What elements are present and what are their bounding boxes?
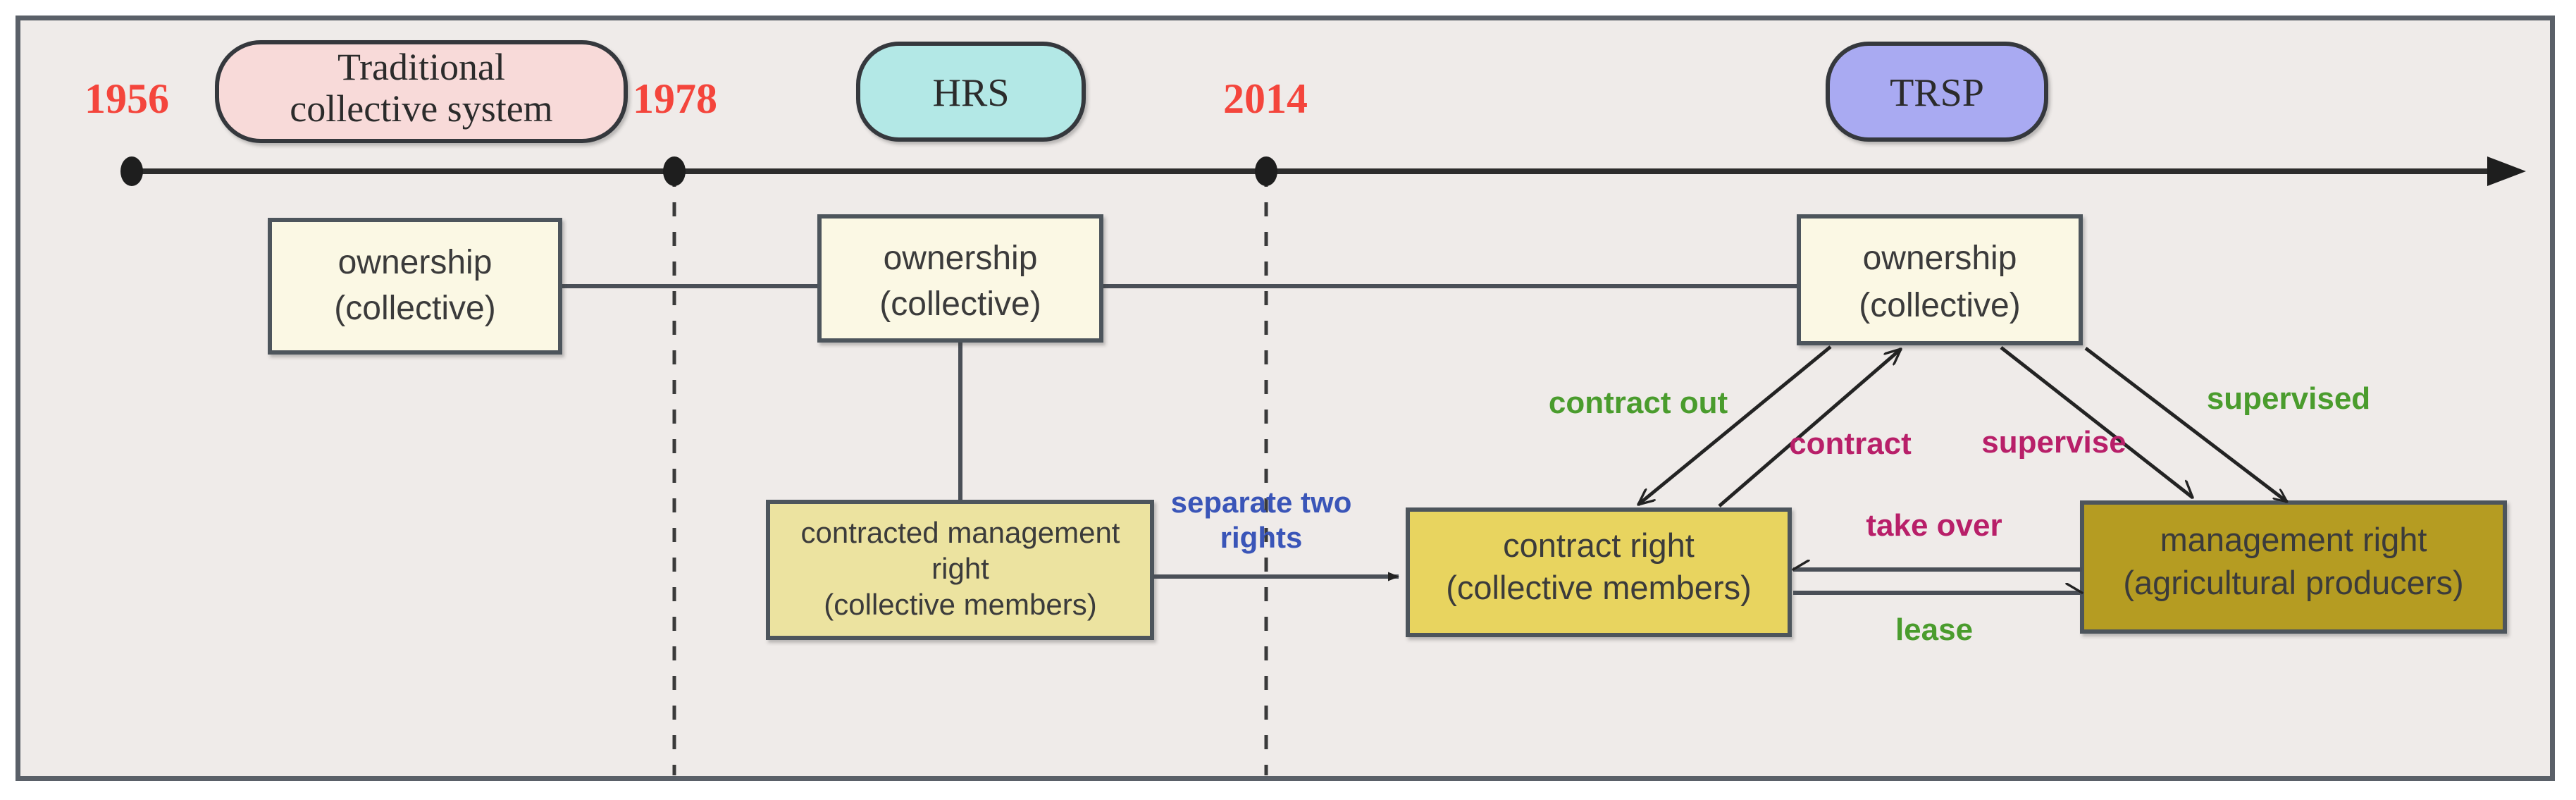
edge-supervise-line bbox=[2000, 346, 2193, 499]
box-contract-right[interactable]: contract right (collective members) bbox=[1406, 507, 1792, 637]
era-pill-traditional-line1: Traditional bbox=[338, 46, 505, 88]
edge-contract-out-line bbox=[1638, 345, 1832, 506]
edge-contract: contract bbox=[1718, 347, 1912, 507]
era-pill-trsp-label: TRSP bbox=[1890, 71, 1984, 115]
box-ownership-1978-line1: ownership bbox=[884, 240, 1038, 277]
box-management-right-line1: management right bbox=[2160, 521, 2427, 558]
box-ownership-1956-shape[interactable] bbox=[268, 218, 562, 355]
year-label-1978: 1978 bbox=[633, 75, 717, 122]
box-ownership-1978-line2: (collective) bbox=[879, 285, 1041, 323]
box-contracted-management-right[interactable]: contracted management right (collective … bbox=[766, 500, 1154, 640]
box-ownership-1978-shape[interactable] bbox=[817, 214, 1103, 343]
edge-label-supervise: supervise bbox=[1981, 425, 2126, 460]
box-ownership-1956-line2: (collective) bbox=[334, 290, 495, 327]
era-pill-hrs-label: HRS bbox=[933, 71, 1010, 115]
box-ownership-1956[interactable]: ownership (collective) bbox=[268, 218, 562, 355]
edge-supervised-line bbox=[2084, 347, 2289, 503]
separate-two-rights-edge: separate two rights bbox=[1153, 486, 1399, 581]
box-contracted-management-right-shape[interactable] bbox=[766, 500, 1154, 640]
dashed-guides bbox=[672, 173, 1268, 775]
edge-take-over: take over bbox=[1793, 508, 2082, 572]
era-pill-traditional-line2: collective system bbox=[290, 87, 552, 130]
box-ownership-1978[interactable]: ownership (collective) bbox=[817, 214, 1103, 343]
edge-contract-out: contract out bbox=[1549, 345, 1832, 506]
timeline-dot-1978 bbox=[663, 156, 686, 186]
year-label-1956: 1956 bbox=[85, 75, 169, 122]
box-contract-right-shape[interactable] bbox=[1406, 507, 1792, 637]
timeline-arrow bbox=[2487, 156, 2526, 186]
edge-label-contract: contract bbox=[1789, 426, 1912, 461]
era-pill-trsp[interactable]: TRSP bbox=[1826, 42, 2048, 142]
edge-supervise: supervise bbox=[1981, 346, 2193, 499]
era-pill-traditional[interactable]: Traditional collective system bbox=[215, 40, 628, 143]
box-management-right[interactable]: management right (agricultural producers… bbox=[2080, 500, 2507, 634]
separate-two-rights-line1: separate two bbox=[1171, 486, 1352, 519]
ownership-connectors bbox=[560, 284, 1799, 502]
separate-two-rights-line2: rights bbox=[1220, 521, 1303, 554]
box-ownership-1956-line1: ownership bbox=[338, 244, 493, 281]
box-management-right-line2: (agricultural producers) bbox=[2123, 564, 2463, 601]
year-label-2014: 2014 bbox=[1223, 75, 1308, 122]
era-pill-hrs[interactable]: HRS bbox=[856, 42, 1086, 142]
box-ownership-2014[interactable]: ownership (collective) bbox=[1797, 214, 2083, 345]
timeline-axis bbox=[120, 156, 2526, 186]
edge-label-supervised: supervised bbox=[2207, 381, 2370, 416]
edge-supervised: supervised bbox=[2084, 347, 2370, 503]
year-labels: 1956 1978 2014 bbox=[85, 75, 1308, 122]
box-management-right-shape[interactable] bbox=[2080, 500, 2507, 634]
box-contract-right-line1: contract right bbox=[1503, 527, 1695, 564]
era-pill-trsp-shape[interactable] bbox=[1826, 42, 2048, 142]
edge-label-lease: lease bbox=[1895, 613, 1973, 647]
edge-lease: lease bbox=[1793, 593, 2082, 647]
era-pill-hrs-shape[interactable] bbox=[856, 42, 1086, 142]
timeline-dot-1956 bbox=[120, 156, 143, 186]
box-contracted-management-right-line1: contracted management bbox=[801, 516, 1120, 549]
edge-label-contract-out: contract out bbox=[1549, 386, 1728, 420]
box-ownership-2014-shape[interactable] bbox=[1797, 214, 2083, 345]
box-contracted-management-right-line2: right bbox=[931, 552, 989, 585]
box-ownership-2014-line1: ownership bbox=[1863, 240, 2017, 277]
box-contract-right-line2: (collective members) bbox=[1446, 569, 1752, 606]
era-pill-traditional-shape[interactable] bbox=[215, 40, 628, 143]
edge-contract-line bbox=[1718, 347, 1901, 507]
box-contracted-management-right-line3: (collective members) bbox=[824, 588, 1096, 621]
timeline-dot-2014 bbox=[1255, 156, 1277, 186]
edge-label-take-over: take over bbox=[1866, 508, 2002, 543]
box-ownership-2014-line2: (collective) bbox=[1859, 287, 2020, 324]
